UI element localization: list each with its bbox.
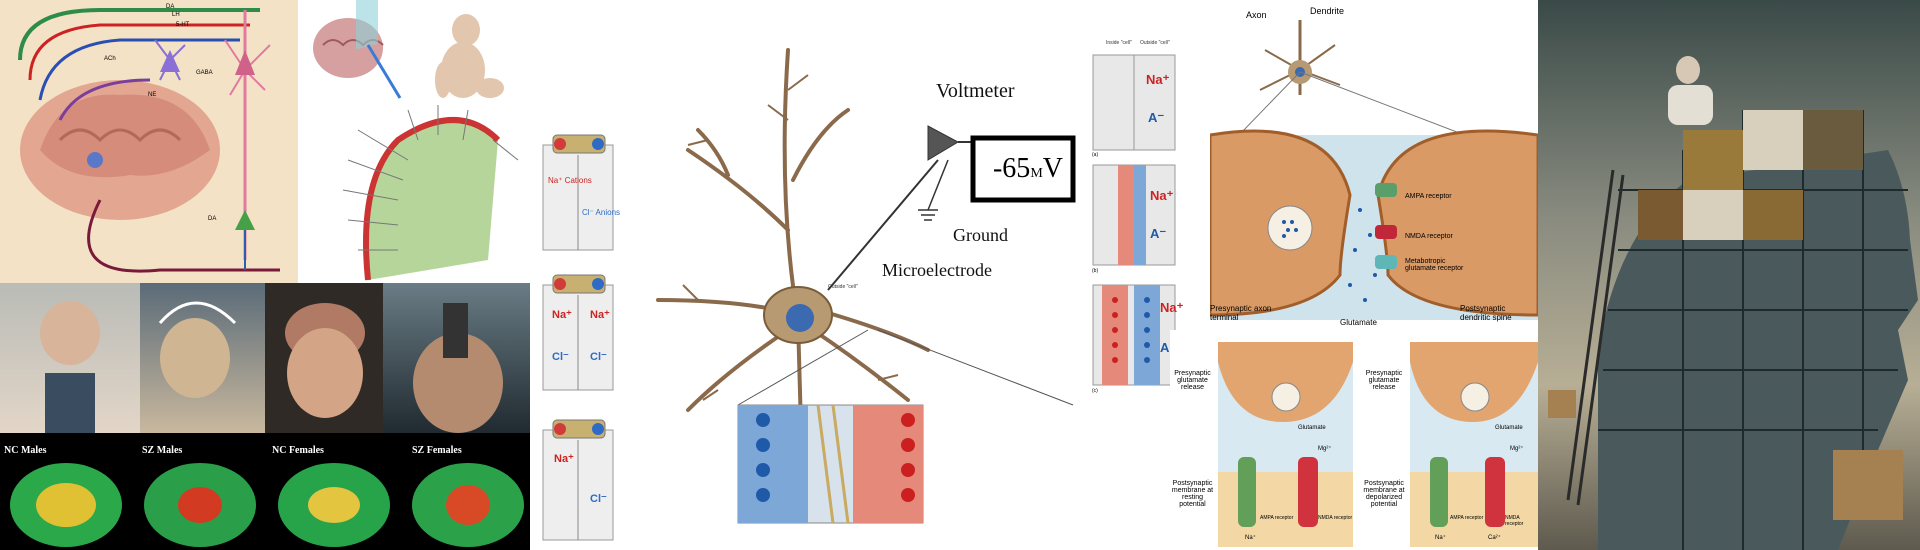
dendrite-label: Dendrite xyxy=(1310,6,1344,16)
resting-label: Postsynaptic membrane at resting potenti… xyxy=(1170,480,1215,508)
voltmeter-label: Voltmeter xyxy=(936,80,1015,103)
presynaptic-label: Presynaptic axon terminal xyxy=(1210,304,1290,322)
photo-balloon-head xyxy=(0,283,140,433)
box-b-cl-left: Cl⁻ xyxy=(552,350,569,363)
neuron-illustration xyxy=(628,0,1088,550)
pathway-label-da: DA xyxy=(166,4,174,10)
caption-nc-males: NC Males xyxy=(4,445,47,456)
depolarized-label: Postsynaptic membrane at depolarized pot… xyxy=(1360,480,1408,508)
roman-b: (b) xyxy=(1092,268,1098,274)
ampa-release-label-right: AMPA receptor xyxy=(1450,515,1483,521)
box-c-cl: Cl⁻ xyxy=(590,492,607,505)
caption-sz-females: SZ Females xyxy=(412,445,462,456)
brain-pathways-illustration xyxy=(0,0,298,283)
box-b-na-right: Na⁺ xyxy=(590,308,610,321)
voltmeter-unit-v: V xyxy=(1043,153,1063,185)
compartment-b-na: Na⁺ xyxy=(1150,188,1173,204)
microelectrode-label: Microelectrode xyxy=(882,260,992,281)
roman-a: (a) xyxy=(1092,152,1098,158)
head-painting-panel xyxy=(1538,0,1920,550)
outside-cell-label-2: Outside "cell" xyxy=(1140,40,1170,46)
voltmeter-unit-m: M xyxy=(1030,166,1042,182)
head-painting-illustration xyxy=(1538,0,1920,550)
roman-c: (c) xyxy=(1092,388,1098,394)
nmda-label: NMDA receptor xyxy=(1405,233,1453,240)
box-a-anions: Cl⁻ Anions xyxy=(582,208,620,217)
compartment-a-a: A⁻ xyxy=(1148,110,1164,126)
box-a-cations: Na⁺ Cations xyxy=(548,176,592,185)
synapse-illustration xyxy=(1210,0,1538,330)
pathway-label-ne: NE xyxy=(148,92,156,98)
outside-cell-label: Outside "cell" xyxy=(828,284,858,290)
ampa-label: AMPA receptor xyxy=(1405,193,1452,200)
pathway-label-lh: LH xyxy=(172,12,180,18)
membrane-boxes-illustration xyxy=(538,0,628,550)
brain-scan-row: NC Males SZ Males NC Females SZ Females xyxy=(0,433,530,550)
release-panel: Presynaptic glutamate release Postsynapt… xyxy=(1170,330,1538,550)
inside-cell-label: Inside "cell" xyxy=(1106,40,1132,46)
ampa-release-label-left: AMPA receptor xyxy=(1260,515,1293,521)
brain-pathways-panel: DA LH 5-HT ACh NE DA GABA xyxy=(0,0,298,283)
glutamate-release-label-left: Glutamate xyxy=(1298,425,1326,431)
ground-label: Ground xyxy=(953,225,1008,246)
mglur-label: Metabotropic glutamate receptor xyxy=(1405,258,1475,272)
synapse-panel: Axon Dendrite AMPA receptor NMDA recepto… xyxy=(1210,0,1538,330)
pathway-label-da2: DA xyxy=(208,216,216,222)
pathway-label-ach: ACh xyxy=(104,56,116,62)
mg-label-right: Mg²⁺ xyxy=(1510,445,1524,452)
voltmeter-readout: -65 M V xyxy=(988,148,1068,190)
people-photo-row xyxy=(0,283,530,433)
presyn-release-label-left: Presynaptic glutamate release xyxy=(1170,370,1215,391)
na-release-label-left: Na⁺ xyxy=(1245,534,1256,541)
box-b-na-left: Na⁺ xyxy=(552,308,572,321)
postsynaptic-label: Postsynaptic dendritic spine xyxy=(1460,304,1530,322)
na-release-label-right: Na⁺ xyxy=(1435,534,1446,541)
ca-release-label-right: Ca²⁺ xyxy=(1488,534,1501,541)
membrane-boxes-panel: Na⁺ Cations Cl⁻ Anions Na⁺ Na⁺ Cl⁻ Cl⁻ N… xyxy=(538,0,628,550)
box-c-na: Na⁺ xyxy=(554,452,574,465)
homunculus-illustration xyxy=(298,0,538,283)
mg-label-left: Mg²⁺ xyxy=(1318,445,1332,452)
photo-mask-head xyxy=(140,283,265,433)
homunculus-panel xyxy=(298,0,538,283)
axon-label: Axon xyxy=(1246,10,1267,20)
caption-sz-males: SZ Males xyxy=(142,445,182,456)
photo-man-on-head xyxy=(383,283,530,433)
box-b-cl-right: Cl⁻ xyxy=(590,350,607,363)
compartment-a-na: Na⁺ xyxy=(1146,72,1169,88)
nmda-release-label-right: NMDA receptor xyxy=(1505,515,1538,527)
caption-nc-females: NC Females xyxy=(272,445,324,456)
voltmeter-value: -65 xyxy=(993,153,1030,185)
photo-exposed-brain xyxy=(265,283,383,433)
pathway-label-gaba: GABA xyxy=(196,70,213,76)
presyn-release-label-right: Presynaptic glutamate release xyxy=(1360,370,1408,391)
glutamate-release-label-right: Glutamate xyxy=(1495,425,1523,431)
pathway-label-5ht: 5-HT xyxy=(176,22,189,28)
compartment-c-na: Na⁺ xyxy=(1160,300,1183,316)
compartment-b-a: A⁻ xyxy=(1150,226,1166,242)
neuron-voltmeter-panel: Voltmeter -65 M V Ground Microelectrode … xyxy=(628,0,1088,550)
glutamate-label: Glutamate xyxy=(1340,318,1377,327)
nmda-release-label-left: NMDA receptor xyxy=(1318,515,1352,521)
